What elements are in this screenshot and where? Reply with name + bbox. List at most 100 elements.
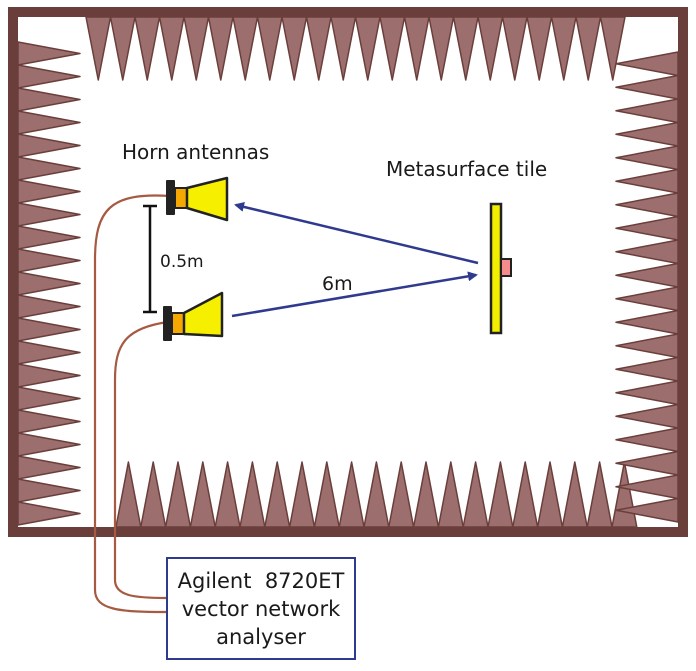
absorber-cone: [214, 461, 241, 528]
absorber-cone: [140, 461, 167, 528]
absorber-cone: [17, 386, 81, 411]
metasurface-tile: [489, 202, 512, 335]
analyser-line-3: analyser: [216, 624, 306, 649]
absorber-cone: [17, 478, 81, 503]
absorber-cone: [615, 403, 679, 429]
absorber-cone: [501, 16, 528, 81]
absorber-cone: [134, 16, 161, 81]
absorber-cone: [615, 239, 679, 265]
absorber-cone: [615, 262, 679, 288]
cable-lower-horn: [113, 320, 169, 600]
absorber-cone: [615, 168, 679, 194]
label-distance: 6m: [322, 273, 353, 295]
absorber-cone: [256, 16, 283, 81]
absorber-cone: [17, 501, 81, 526]
absorber-cone: [615, 450, 679, 476]
absorber-cone: [109, 16, 136, 81]
absorber-cone: [615, 145, 679, 171]
absorber-cone: [288, 461, 316, 528]
absorber-cone: [615, 427, 679, 453]
absorber-cone: [183, 16, 210, 81]
absorber-cone: [17, 340, 81, 365]
chamber-wall: [8, 7, 688, 537]
absorber-cone: [158, 16, 185, 81]
vector-network-analyser-box: Agilent 8720ET vector network analyser: [166, 557, 356, 660]
absorber-cone: [615, 380, 679, 406]
absorber-cone: [17, 179, 81, 204]
absorber-cone: [487, 461, 514, 528]
absorber-cone: [403, 16, 430, 81]
absorber-cone: [550, 16, 577, 81]
separation-dimension: [143, 204, 157, 314]
absorber-cone: [615, 51, 679, 77]
absorber-cone: [338, 461, 365, 528]
absorber-cone: [615, 121, 679, 147]
absorber-cone: [363, 461, 390, 528]
analyser-line-1: Agilent 8720ET: [177, 568, 345, 593]
absorbers-right: [615, 51, 679, 523]
absorber-cone: [615, 497, 679, 523]
absorber-cone: [615, 474, 679, 500]
absorber-cone: [615, 215, 679, 241]
arrow-incident: [231, 271, 478, 318]
absorbers-left: [17, 41, 81, 526]
label-metasurface-tile: Metasurface tile: [386, 157, 547, 181]
cable-upper-horn: [93, 194, 171, 614]
absorber-cone: [239, 461, 266, 528]
absorber-cone: [437, 461, 464, 528]
absorber-cone: [615, 356, 679, 382]
absorber-cone: [615, 309, 679, 335]
absorbers-top: [85, 16, 626, 81]
absorber-cone: [575, 16, 602, 81]
label-horn-antennas: Horn antennas: [122, 140, 269, 164]
absorber-cone: [85, 16, 112, 81]
absorber-cone: [264, 461, 291, 528]
absorber-cone: [452, 16, 479, 81]
absorber-cone: [17, 271, 81, 296]
absorber-cone: [17, 133, 81, 158]
absorber-cone: [164, 461, 192, 528]
absorber-cone: [17, 110, 81, 135]
absorber-cone: [354, 16, 381, 81]
absorber-cone: [17, 41, 81, 66]
absorber-cone: [17, 363, 81, 388]
absorber-cone: [615, 74, 679, 100]
absorber-cone: [17, 409, 81, 434]
horn-antenna-upper: [166, 176, 229, 222]
absorber-cone: [313, 461, 340, 528]
absorber-cone: [189, 461, 216, 528]
absorber-cone: [232, 16, 259, 81]
absorber-cone: [388, 461, 415, 528]
absorber-cone: [512, 461, 539, 528]
absorber-cone: [428, 16, 455, 81]
absorber-cone: [17, 156, 81, 181]
analyser-line-2: vector network: [181, 596, 341, 621]
absorber-cone: [615, 286, 679, 312]
absorber-cone: [561, 461, 588, 528]
absorber-cone: [615, 333, 679, 359]
label-separation: 0.5m: [160, 252, 204, 272]
absorber-cone: [615, 98, 679, 124]
absorber-cone: [586, 461, 613, 528]
absorber-cone: [330, 16, 357, 81]
absorber-cone: [115, 461, 142, 528]
horn-antenna-lower: [163, 291, 224, 341]
absorber-cone: [477, 16, 504, 81]
absorber-cone: [526, 16, 553, 81]
absorber-cone: [536, 461, 564, 528]
absorber-cone: [599, 16, 626, 81]
absorber-cone: [17, 294, 81, 319]
absorber-cone: [305, 16, 332, 81]
absorber-cone: [207, 16, 234, 81]
absorber-cone: [281, 16, 308, 81]
absorber-cone: [17, 248, 81, 273]
absorber-cone: [17, 202, 81, 227]
absorber-cone: [379, 16, 406, 81]
absorber-cone: [462, 461, 489, 528]
arrow-reflected: [234, 202, 479, 265]
absorber-cone: [17, 455, 81, 480]
absorber-cone: [17, 87, 81, 112]
absorber-cone: [17, 64, 81, 89]
absorber-cone: [17, 225, 81, 250]
